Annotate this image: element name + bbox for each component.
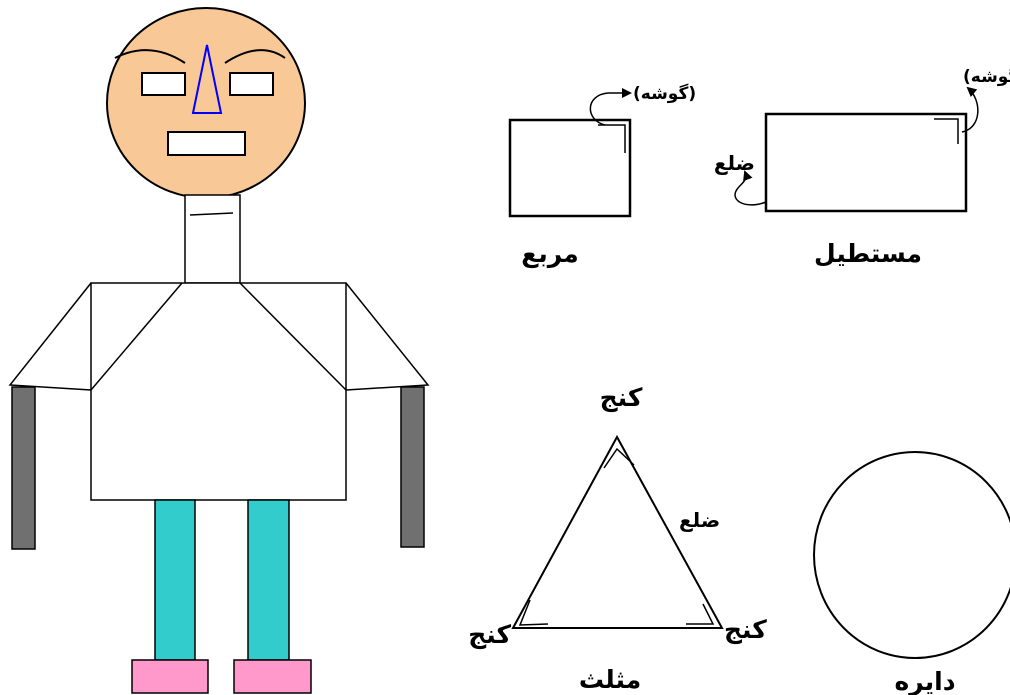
right-arm — [401, 387, 424, 547]
triangle-group: کنج کنج کنج ضلع مثلث — [468, 383, 767, 694]
robot-neck — [185, 195, 240, 283]
square-shape — [510, 120, 630, 216]
rectangle-shape — [766, 114, 966, 211]
circle-group: دایره — [814, 452, 1010, 695]
robot-head — [107, 8, 305, 198]
robot-figure — [10, 8, 428, 693]
triangle-right-corner-label: کنج — [724, 615, 767, 645]
rectangle-side-label: ضلع — [714, 151, 755, 175]
robot-torso — [91, 283, 346, 500]
square-name: مربع — [521, 239, 579, 269]
triangle-left-corner-label: کنج — [468, 620, 511, 650]
right-shoe — [234, 660, 311, 693]
right-leg — [248, 500, 289, 660]
left-leg — [155, 500, 195, 660]
left-arm — [12, 387, 35, 549]
circle-shape — [814, 452, 1010, 658]
left-eye — [142, 73, 185, 95]
right-shoulder — [346, 283, 428, 390]
circle-name: دایره — [894, 667, 955, 695]
rectangle-group: (گوشه) ضلع مستطیل — [714, 66, 1010, 268]
rectangle-side-arrow — [735, 172, 766, 205]
triangle-side-label: ضلع — [679, 508, 720, 532]
left-shoe — [132, 660, 208, 693]
robot-mouth — [168, 132, 245, 155]
left-shoulder — [10, 283, 91, 390]
square-corner-label: (گوشه) — [633, 83, 696, 104]
square-group: (گوشه) مربع — [510, 83, 696, 269]
rectangle-name: مستطیل — [814, 239, 922, 268]
rectangle-corner-label: (گوشه) — [963, 66, 1010, 87]
triangle-shape — [513, 437, 722, 628]
triangle-name: مثلث — [579, 665, 641, 694]
triangle-top-corner-label: کنج — [600, 383, 643, 413]
right-eye — [230, 73, 273, 95]
